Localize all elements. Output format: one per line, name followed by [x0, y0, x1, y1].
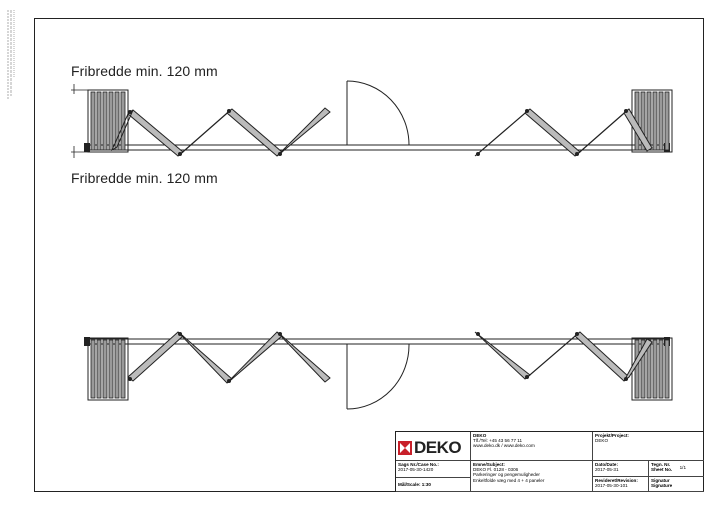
case-value: 2017-05-30-1420: [398, 467, 434, 473]
subject-line-2: Parkeringer og pengemuligheder: [473, 472, 540, 478]
revision-cell: Revideret/Revision: 2017-05-30-101: [593, 477, 649, 492]
bottom-left-panel-stack: [87, 337, 129, 401]
subject-header: Emne/Subject:: [473, 462, 505, 467]
subject-line-3: Enkeltfolde væg med 4 + 4 paneler: [473, 477, 545, 483]
signature-header: Signatur: [651, 478, 670, 483]
case-header: Sags Nr./Case No.:: [398, 462, 439, 467]
clearance-label-top: Fribredde min. 120 mm: [71, 63, 218, 79]
bottom-right-panel-stack: [631, 337, 673, 401]
subject-cell: Emne/Subject: DEKO Fl. 0128 - 0306 Parke…: [471, 461, 593, 492]
drawing-no-header: Tegn. Nr.: [651, 462, 671, 467]
signature-cell: Signatur Signature: [649, 477, 704, 492]
logo-cell: DEKO: [396, 432, 471, 461]
margin-note-marks: [7, 10, 15, 100]
contact-web: www.deko.dk / www.deko.com: [473, 443, 535, 449]
contact-phone: Tlf./Tel: +45 43 56 77 11: [473, 438, 523, 444]
sheet-no-header: Sheet No.: [651, 467, 673, 473]
revision-header: Revideret/Revision:: [595, 478, 638, 483]
logo-wordmark: DEKO: [414, 438, 462, 458]
deko-logo: DEKO: [398, 437, 468, 459]
signature-header-en: Signature: [651, 483, 673, 489]
top-plan: [71, 80, 673, 158]
project-value: DEKO: [595, 438, 609, 444]
case-cell: Sags Nr./Case No.: 2017-05-30-1420: [396, 461, 471, 478]
contact-cell: DEKO Tlf./Tel: +45 43 56 77 11 www.deko.…: [471, 432, 593, 461]
date-value: 2017-05-31: [595, 467, 619, 473]
sheet-value: 1/1: [679, 465, 686, 470]
project-cell: Projekt/Project: DEKO: [593, 432, 704, 461]
sheet-cell: Tegn. Nr. Sheet No. 1/1: [649, 461, 704, 477]
deko-logo-icon: [398, 441, 412, 455]
title-block: DEKO DEKO Tlf./Tel: +45 43 56 77 11 www.…: [395, 431, 704, 492]
bottom-plan: [84, 331, 673, 410]
top-door-swing: [346, 80, 410, 146]
bottom-door-swing: [346, 343, 410, 410]
clearance-label-bottom: Fribredde min. 120 mm: [71, 170, 218, 186]
date-cell: Dato/Date: 2017-05-31: [593, 461, 649, 477]
subject-line-1: DEKO Fl. 0128 - 0306: [473, 467, 519, 473]
drawing-sheet-border: [34, 18, 704, 492]
project-header: Projekt/Project:: [595, 433, 629, 438]
scale-header: Mål/Scale: 1:30: [398, 482, 431, 487]
date-header: Dato/Date:: [595, 462, 618, 467]
contact-name: DEKO: [473, 433, 487, 438]
top-right-panel-stack: [631, 89, 673, 153]
scale-cell: Mål/Scale: 1:30: [396, 478, 471, 492]
top-left-panel-stack: [87, 89, 129, 153]
bottom-left-folding-panels: [127, 331, 331, 384]
top-left-folding-panels: [110, 107, 331, 157]
bottom-right-folding-panels: [474, 331, 653, 382]
revision-value: 2017-05-30-101: [595, 483, 628, 489]
top-right-folding-panels: [474, 108, 653, 157]
